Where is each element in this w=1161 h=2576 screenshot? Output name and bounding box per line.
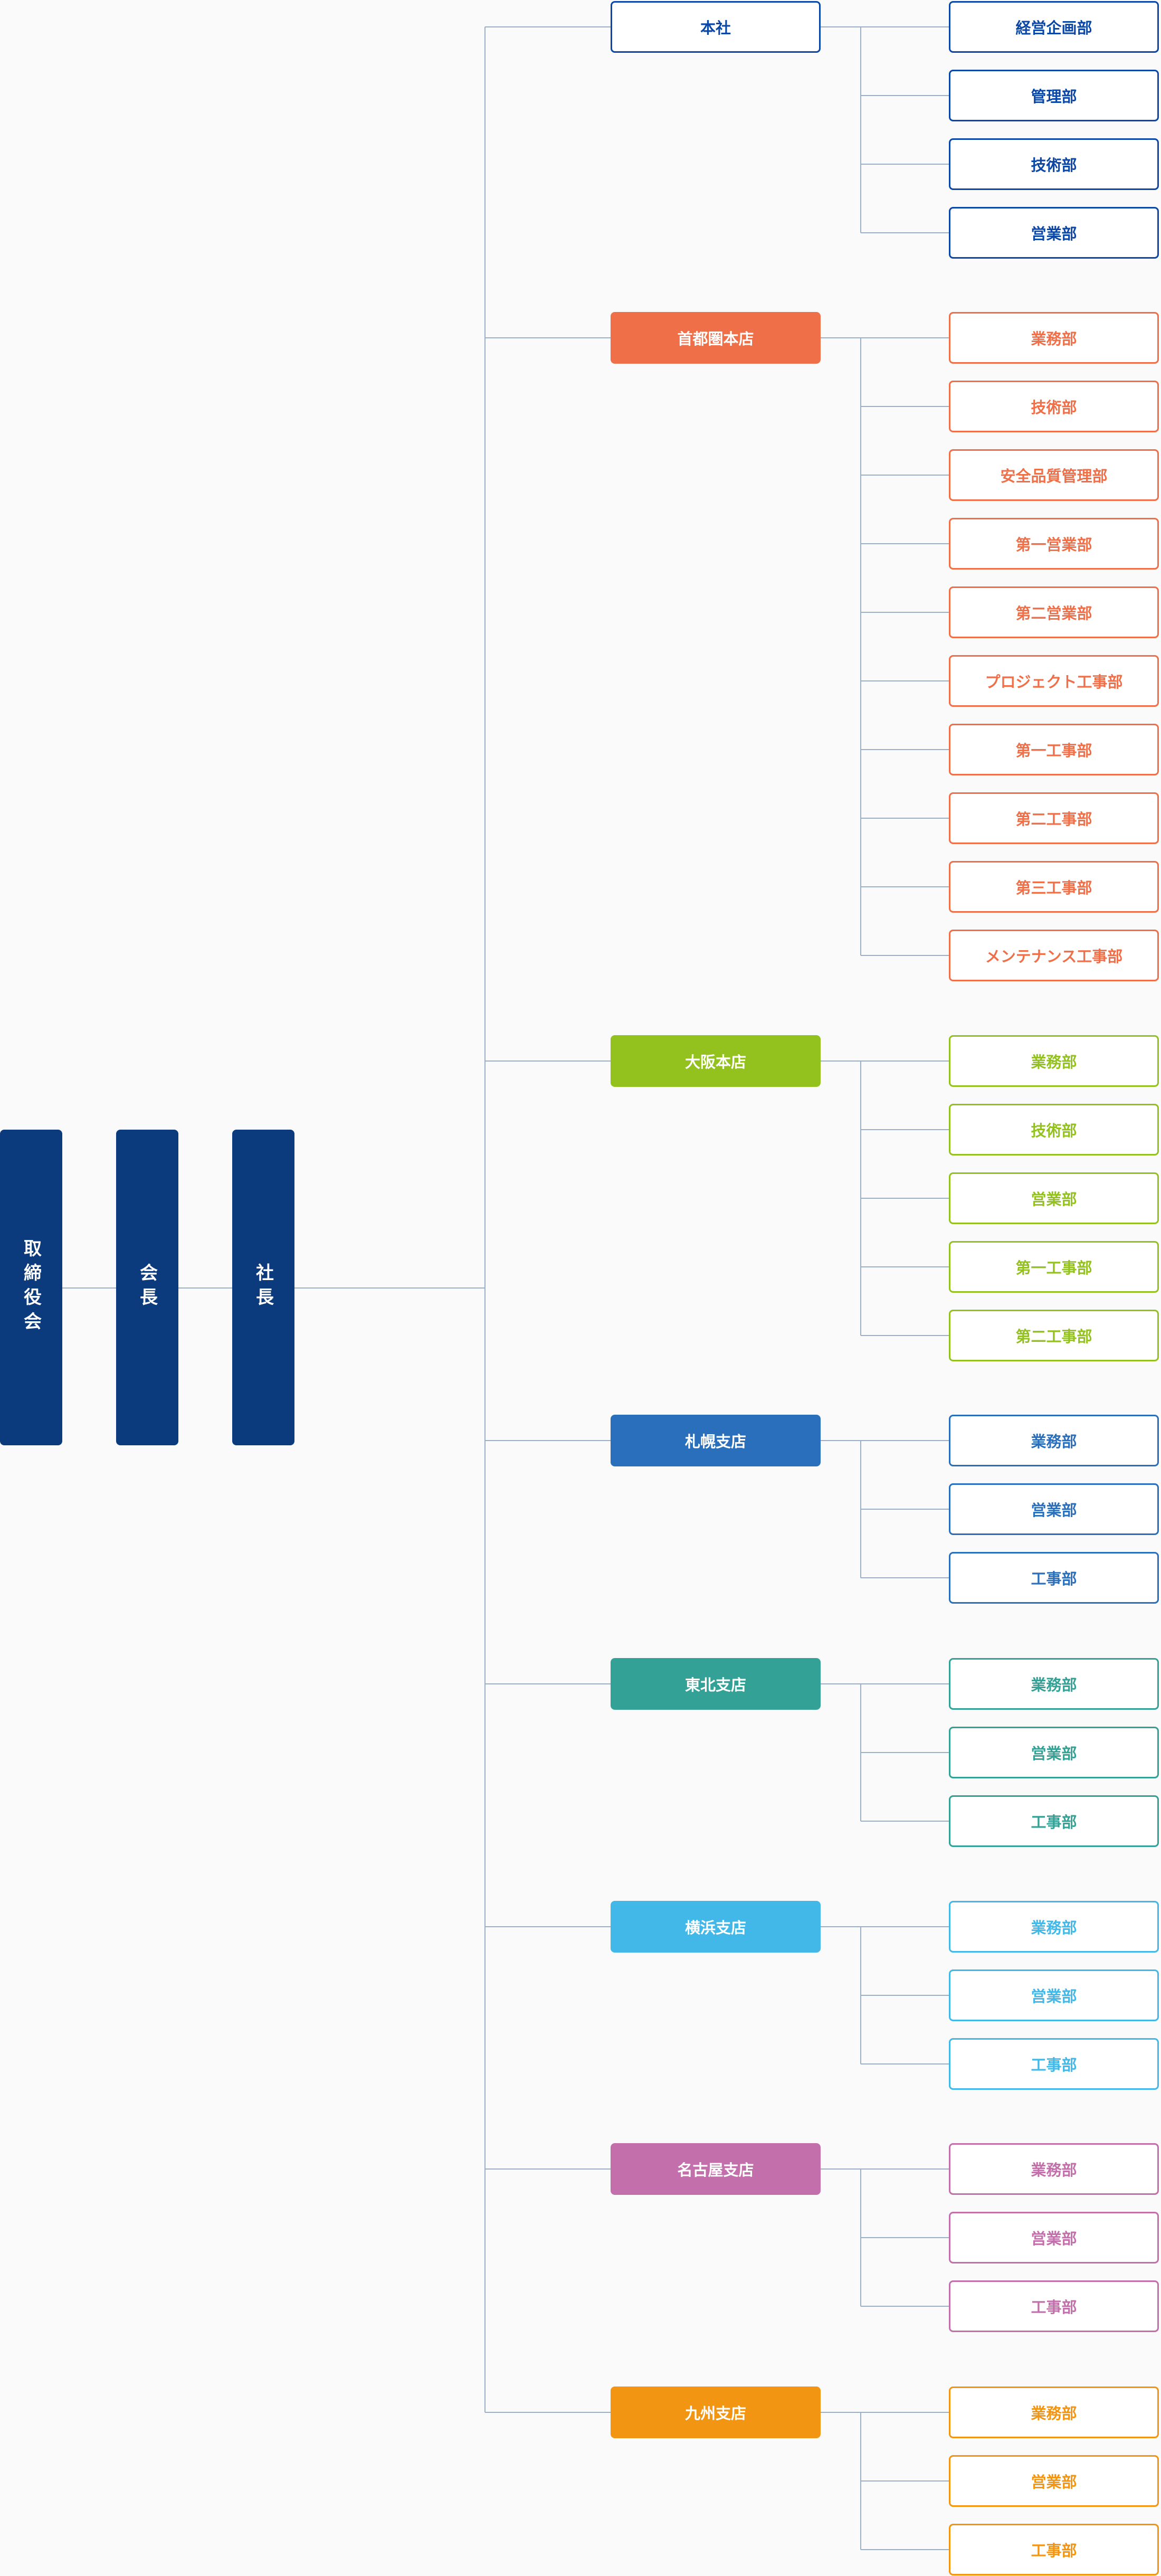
branch-box: 本社	[611, 1, 821, 53]
department-box: 第一営業部	[949, 518, 1159, 570]
department-label: 工事部	[1031, 2056, 1077, 2074]
department-label: 第一工事部	[1015, 1259, 1092, 1277]
department-label: 営業部	[1031, 1745, 1077, 1763]
department-box: 第二工事部	[949, 1310, 1159, 1361]
department-box: 業務部	[949, 1035, 1159, 1087]
department-label: 技術部	[1031, 399, 1077, 416]
branch-box: 札幌支店	[611, 1415, 821, 1466]
branch-box: 名古屋支店	[611, 2143, 821, 2195]
department-box: 経営企画部	[949, 1, 1159, 53]
department-label: 技術部	[1031, 1122, 1077, 1140]
department-label: メンテナンス工事部	[985, 948, 1123, 965]
department-box: 業務部	[949, 1658, 1159, 1710]
department-box: 営業部	[949, 1727, 1159, 1778]
department-box: 第三工事部	[949, 861, 1159, 913]
department-label: 工事部	[1031, 1813, 1077, 1831]
chairman-box: 会長	[116, 1130, 178, 1445]
branch-box: 大阪本店	[611, 1035, 821, 1087]
department-box: 業務部	[949, 2386, 1159, 2438]
department-label: 第一工事部	[1015, 742, 1092, 760]
department-box: 技術部	[949, 1104, 1159, 1156]
department-box: 営業部	[949, 1172, 1159, 1224]
department-box: 工事部	[949, 2280, 1159, 2332]
department-label: プロジェクト工事部	[985, 673, 1123, 691]
department-box: 工事部	[949, 1552, 1159, 1604]
department-box: 安全品質管理部	[949, 449, 1159, 501]
department-box: 第二工事部	[949, 792, 1159, 844]
department-label: 業務部	[1031, 1053, 1077, 1071]
department-label: 営業部	[1031, 225, 1077, 243]
department-label: 営業部	[1031, 1190, 1077, 1208]
department-box: 第一工事部	[949, 724, 1159, 775]
department-box: 営業部	[949, 2212, 1159, 2264]
department-label: 技術部	[1031, 156, 1077, 174]
branch-label: 札幌支店	[684, 1433, 746, 1451]
department-box: 技術部	[949, 138, 1159, 190]
branch-label: 本社	[700, 19, 731, 37]
branch-label: 首都圏本店	[677, 330, 754, 348]
department-box: 工事部	[949, 2524, 1159, 2575]
branch-box: 九州支店	[611, 2386, 821, 2438]
chairman-label: 会長	[136, 1263, 158, 1312]
department-box: 業務部	[949, 2143, 1159, 2195]
department-label: 業務部	[1031, 2404, 1077, 2422]
branch-box: 東北支店	[611, 1658, 821, 1710]
department-label: 営業部	[1031, 1987, 1077, 2005]
department-box: メンテナンス工事部	[949, 930, 1159, 981]
branch-label: 大阪本店	[684, 1053, 746, 1071]
department-label: 営業部	[1031, 2473, 1077, 2491]
president-box: 社長	[232, 1130, 294, 1445]
branch-box: 首都圏本店	[611, 312, 821, 364]
department-label: 第一営業部	[1015, 536, 1092, 554]
department-label: 第二営業部	[1015, 604, 1092, 622]
branch-label: 名古屋支店	[677, 2161, 754, 2179]
department-label: 業務部	[1031, 1919, 1077, 1937]
department-box: 工事部	[949, 1795, 1159, 1847]
branch-label: 九州支店	[684, 2404, 746, 2422]
department-label: 第二工事部	[1015, 810, 1092, 828]
president-label: 社長	[252, 1263, 274, 1312]
department-label: 安全品質管理部	[1000, 467, 1108, 485]
branch-label: 横浜支店	[684, 1919, 746, 1937]
department-label: 工事部	[1031, 1570, 1077, 1588]
department-box: プロジェクト工事部	[949, 655, 1159, 707]
department-box: 業務部	[949, 1901, 1159, 1953]
department-label: 業務部	[1031, 2161, 1077, 2179]
department-box: 営業部	[949, 1969, 1159, 2021]
department-label: 経営企画部	[1015, 19, 1092, 37]
department-label: 営業部	[1031, 2230, 1077, 2248]
department-label: 業務部	[1031, 1676, 1077, 1694]
department-box: 工事部	[949, 2038, 1159, 2090]
department-box: 技術部	[949, 381, 1159, 432]
department-box: 営業部	[949, 1483, 1159, 1535]
department-box: 営業部	[949, 207, 1159, 259]
board-of-directors-box: 取締役会	[0, 1130, 62, 1445]
branch-label: 東北支店	[684, 1676, 746, 1694]
department-label: 業務部	[1031, 1433, 1077, 1451]
department-box: 第二営業部	[949, 586, 1159, 638]
department-label: 第三工事部	[1015, 879, 1092, 897]
department-box: 営業部	[949, 2455, 1159, 2507]
department-box: 業務部	[949, 312, 1159, 364]
department-label: 工事部	[1031, 2298, 1077, 2316]
board-of-directors-label: 取締役会	[20, 1239, 42, 1336]
department-box: 第一工事部	[949, 1241, 1159, 1293]
department-label: 工事部	[1031, 2542, 1077, 2560]
department-label: 管理部	[1031, 88, 1077, 106]
branch-box: 横浜支店	[611, 1901, 821, 1953]
department-label: 第二工事部	[1015, 1328, 1092, 1346]
department-label: 業務部	[1031, 330, 1077, 348]
department-label: 営業部	[1031, 1501, 1077, 1519]
department-box: 業務部	[949, 1415, 1159, 1466]
department-box: 管理部	[949, 70, 1159, 121]
